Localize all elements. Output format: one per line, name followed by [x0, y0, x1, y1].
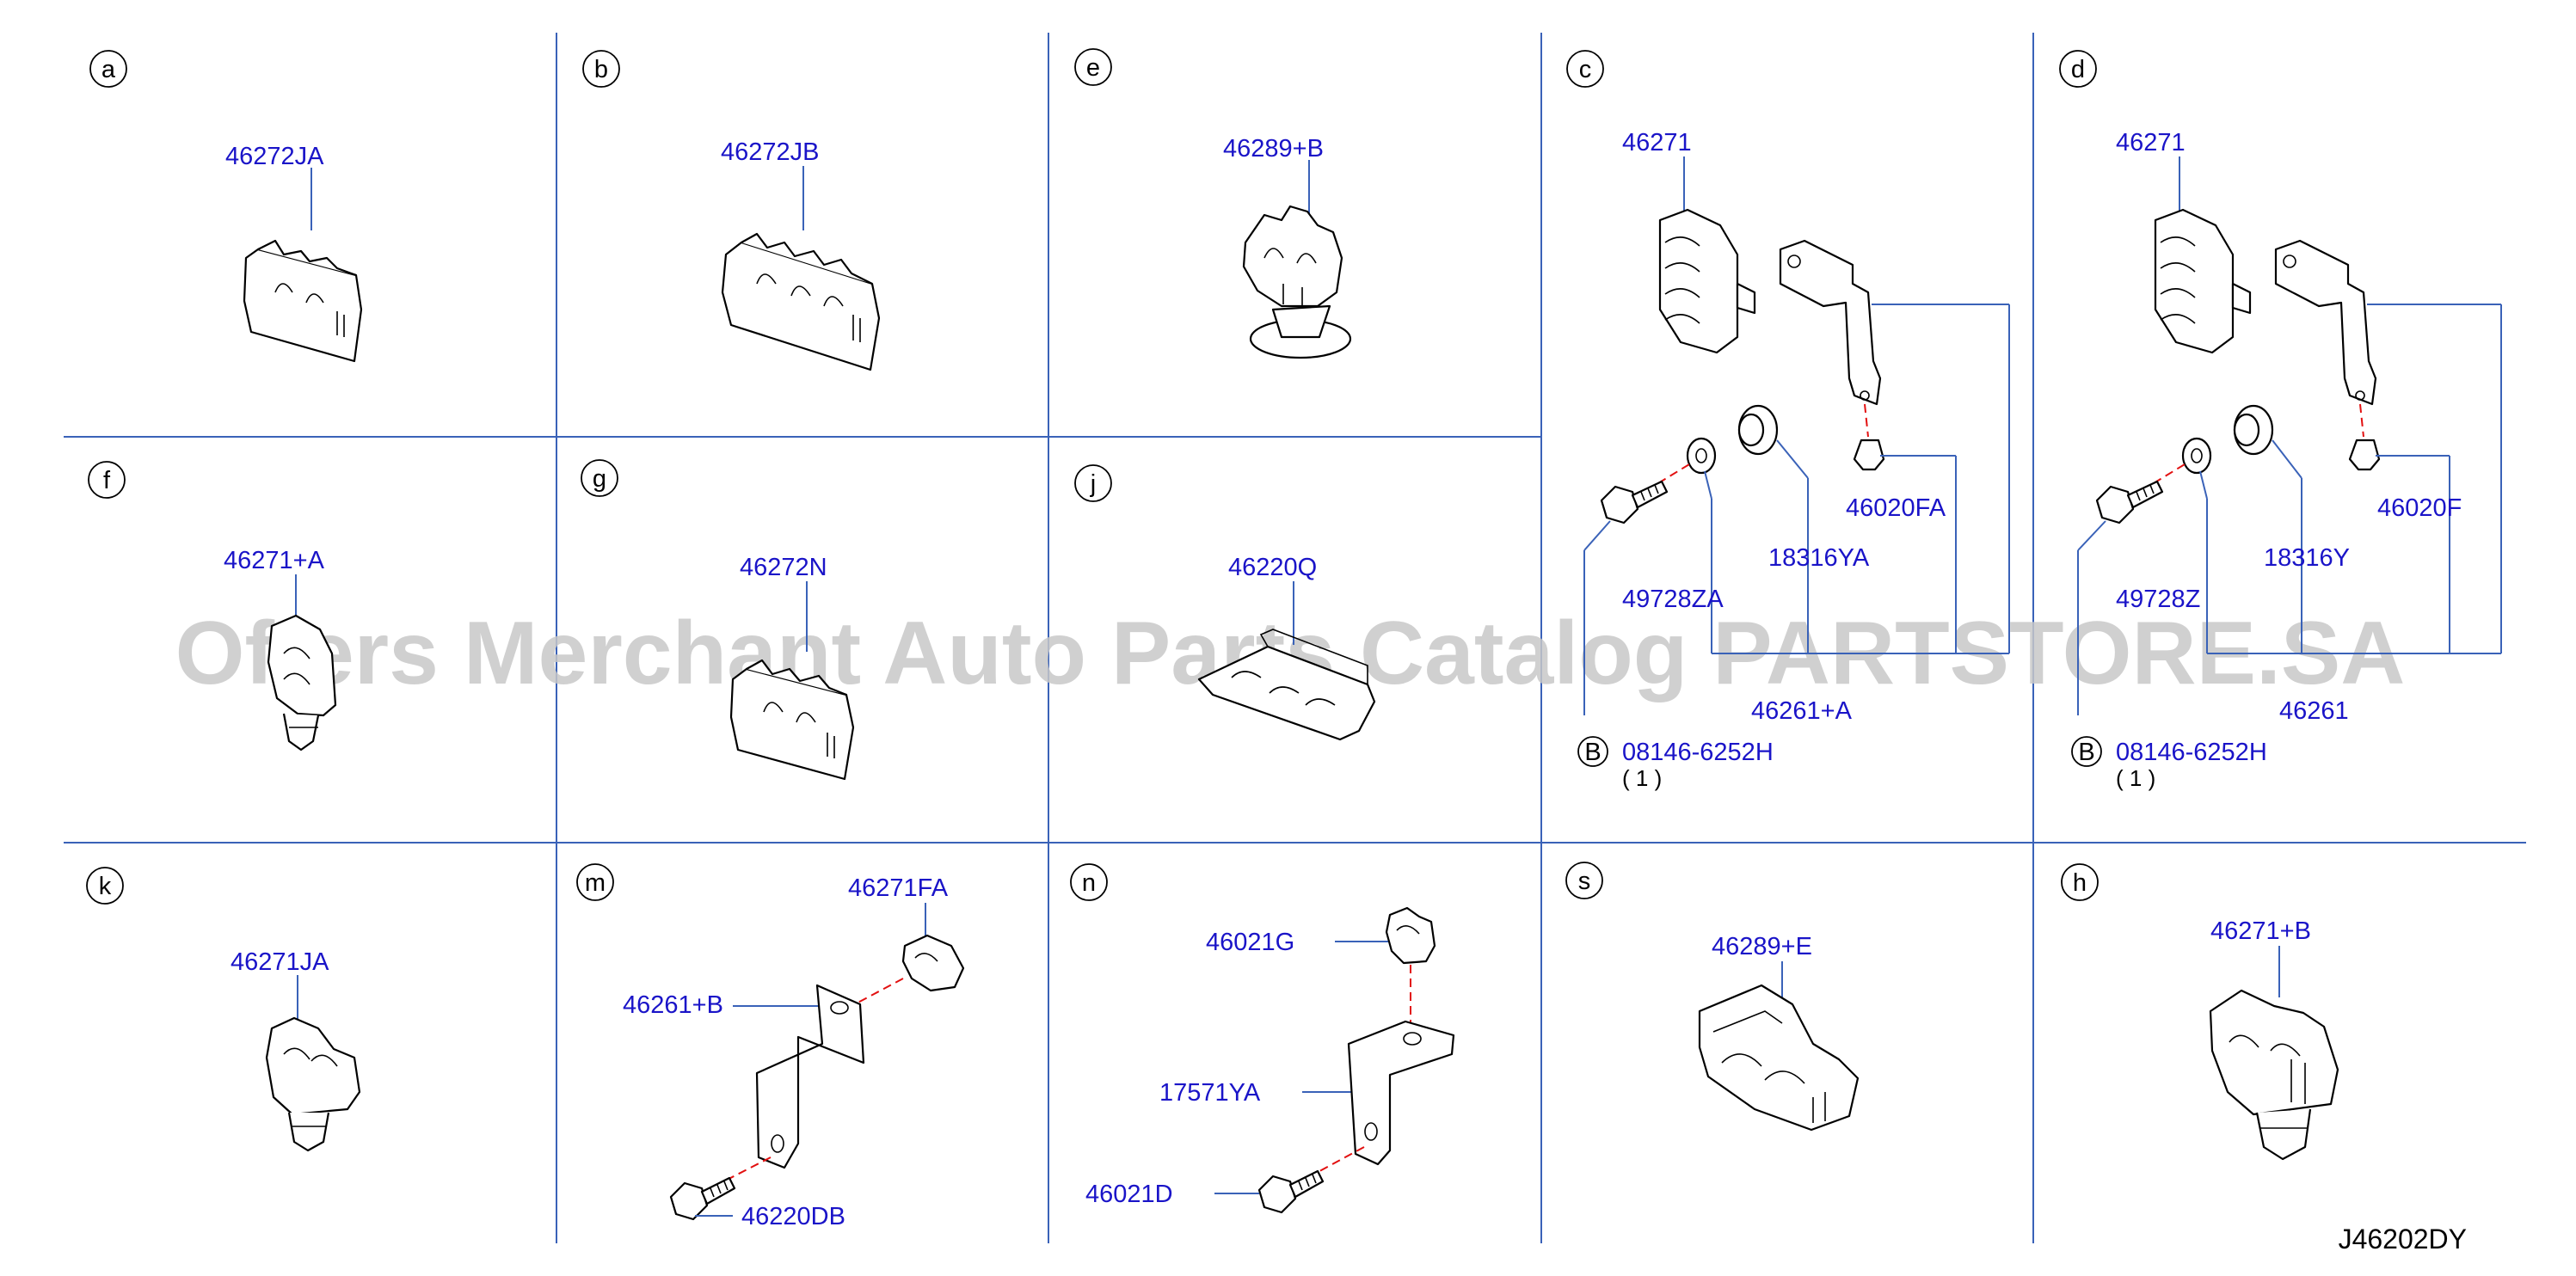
- part-number-46020F[interactable]: 46020F: [2377, 494, 2462, 522]
- quantity-c: ( 1 ): [1622, 765, 1662, 791]
- part-number-46289+E[interactable]: 46289+E: [1712, 933, 1812, 960]
- part-number-46020FA[interactable]: 46020FA: [1846, 494, 1946, 522]
- bracket-icon: [1779, 239, 1882, 406]
- cell-letter-j: j: [1090, 470, 1096, 498]
- bracket-icon: [1347, 1020, 1455, 1166]
- bracket-icon: [755, 984, 865, 1169]
- part-number-46220DB[interactable]: 46220DB: [741, 1203, 845, 1230]
- bolt-marker-c: B: [1584, 739, 1601, 766]
- part-number-18316YA[interactable]: 18316YA: [1768, 544, 1870, 572]
- cell-h: h 46271+B: [2061, 863, 2339, 1161]
- bolt-icon: [1257, 1169, 1325, 1214]
- part-number-46271FA[interactable]: 46271FA: [848, 874, 949, 902]
- part-number-46261+B[interactable]: 46261+B: [623, 991, 723, 1019]
- cell-b: b 46272JB: [582, 50, 881, 371]
- cell-letter-s: s: [1578, 868, 1591, 895]
- cell-g: g 46272N: [581, 459, 855, 781]
- bolt-icon: [2095, 480, 2164, 525]
- clip-icon: [1242, 205, 1352, 359]
- cell-d: d 46271 46020F 18316Y: [2059, 50, 2502, 791]
- part-number-46261[interactable]: 46261: [2279, 697, 2349, 725]
- clip-icon: [2154, 208, 2252, 354]
- cell-letter-b: b: [594, 56, 608, 83]
- clip-icon: [1698, 984, 1860, 1132]
- cell-letter-d: d: [2071, 56, 2085, 83]
- bolt-icon: [1600, 480, 1669, 525]
- cell-j: j 46220Q: [1074, 464, 1376, 741]
- part-number-46271+A[interactable]: 46271+A: [224, 547, 325, 574]
- washer-icon: [2181, 437, 2212, 475]
- cell-f: f 46271+A: [88, 461, 337, 751]
- clip-icon: [265, 1016, 361, 1152]
- grommet-icon: [2233, 404, 2274, 456]
- cell-m: m 46271FA 46261+B 46220DB: [576, 863, 965, 1230]
- part-number-46271[interactable]: 46271: [1622, 129, 1692, 156]
- clip-icon: [2209, 989, 2339, 1161]
- cell-letter-m: m: [585, 869, 606, 897]
- cell-letter-e: e: [1086, 54, 1100, 82]
- clip-icon: [1658, 208, 1756, 354]
- cell-letter-g: g: [593, 465, 606, 493]
- pin-icon: [1853, 439, 1885, 471]
- grid-lines: [64, 33, 2526, 1243]
- part-number-46272JB[interactable]: 46272JB: [721, 138, 820, 166]
- clamp-icon: [243, 239, 363, 363]
- part-number-46261+A[interactable]: 46261+A: [1751, 697, 1853, 725]
- cell-letter-h: h: [2073, 869, 2087, 897]
- part-number-46271-d[interactable]: 46271: [2116, 129, 2186, 156]
- cell-letter-a: a: [101, 56, 116, 83]
- cell-c: c 46271 46020FA 18316: [1566, 50, 2010, 791]
- clip-icon: [267, 614, 337, 751]
- clamp-icon: [721, 232, 881, 371]
- clip-icon: [1385, 906, 1436, 965]
- washer-icon: [1686, 437, 1717, 475]
- bracket-icon: [2274, 239, 2377, 406]
- bolt-marker-d: B: [2078, 739, 2094, 766]
- cell-a: a 46272JA: [89, 50, 363, 363]
- part-number-08146-6252H-d[interactable]: 08146-6252H: [2116, 739, 2267, 766]
- clip-icon: [901, 934, 965, 992]
- part-number-08146-6252H[interactable]: 08146-6252H: [1622, 739, 1774, 766]
- part-number-46271JA[interactable]: 46271JA: [231, 948, 329, 976]
- bolt-icon: [669, 1176, 736, 1221]
- clamp-icon: [1197, 629, 1376, 741]
- part-number-46272JA[interactable]: 46272JA: [225, 143, 324, 170]
- pin-icon: [2348, 439, 2381, 471]
- cell-e: e 46289+B: [1074, 48, 1352, 359]
- part-number-46220Q[interactable]: 46220Q: [1228, 554, 1317, 581]
- part-number-46021D[interactable]: 46021D: [1085, 1181, 1173, 1208]
- part-number-46271+B[interactable]: 46271+B: [2210, 917, 2311, 945]
- part-number-49728Z[interactable]: 49728Z: [2116, 586, 2200, 613]
- part-number-18316Y[interactable]: 18316Y: [2264, 544, 2350, 572]
- cell-k: k 46271JA: [86, 867, 361, 1152]
- part-number-49728ZA[interactable]: 49728ZA: [1622, 586, 1724, 613]
- clamp-icon: [729, 659, 855, 781]
- part-number-46021G[interactable]: 46021G: [1206, 929, 1294, 956]
- quantity-d: ( 1 ): [2116, 765, 2155, 791]
- part-number-46272N[interactable]: 46272N: [740, 554, 827, 581]
- cell-n: n 46021G 17571YA 46021D: [1070, 863, 1455, 1214]
- cell-s: s 46289+E: [1565, 862, 1860, 1132]
- diagram-code: J46202DY: [2339, 1224, 2467, 1255]
- grommet-icon: [1737, 404, 1779, 456]
- cell-letter-n: n: [1082, 869, 1096, 897]
- cell-letter-k: k: [99, 873, 112, 900]
- part-number-17571YA[interactable]: 17571YA: [1159, 1079, 1261, 1107]
- cell-letter-f: f: [103, 467, 111, 494]
- part-number-46289+B[interactable]: 46289+B: [1223, 135, 1324, 163]
- cell-letter-c: c: [1579, 56, 1592, 83]
